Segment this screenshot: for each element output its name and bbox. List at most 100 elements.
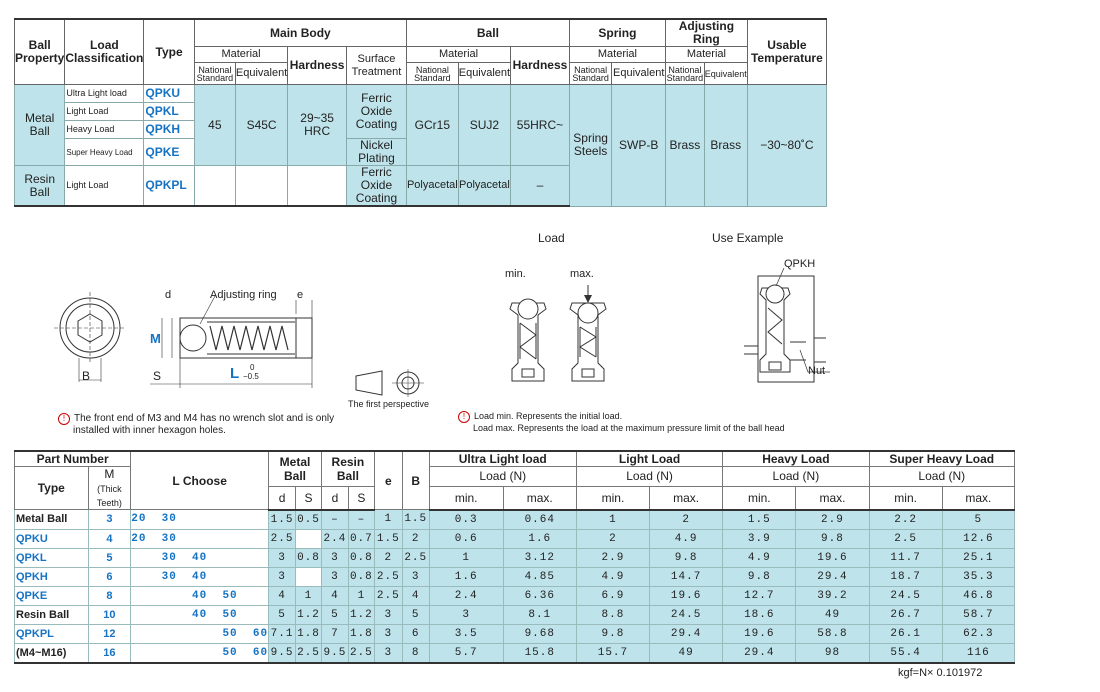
load-note-line1: Load min. Represents the initial load. [474, 411, 623, 421]
l-max-cell: 24.5 [649, 604, 724, 625]
resin-d-cell: 4 [320, 585, 349, 606]
type-cell: Resin Ball [14, 604, 89, 625]
sh-max-cell: 12.6 [941, 528, 1016, 549]
ul-max-cell: 0.64 [502, 509, 577, 530]
metal-d-cell: 3 [268, 566, 296, 587]
h-max-cell: 29.4 [795, 566, 870, 587]
ring-equivalent-cell: Brass [703, 84, 748, 207]
h-min-cell: 19.6 [722, 623, 797, 644]
h-min-cell: 4.9 [722, 547, 797, 568]
b-cell: 6 [401, 623, 430, 644]
first-perspective-icon [355, 369, 424, 397]
type-cell: QPKE [143, 138, 195, 166]
metal-s-cell [295, 566, 322, 587]
load-note-line2: Load max. Represents the load at the max… [473, 423, 785, 433]
l-min-cell: 9.8 [575, 623, 651, 644]
drawing-note-line1: The front end of M3 and M4 has no wrench… [74, 413, 335, 424]
resin-ball-national-cell: Polyacetal [405, 165, 459, 207]
h-min-cell: 12.7 [722, 585, 797, 606]
ul-max-cell: 3.12 [502, 547, 577, 568]
b-cell: 1.5 [401, 509, 430, 530]
l-min-header: min. [575, 485, 651, 511]
b-cell: 3 [401, 566, 430, 587]
h-min-cell: 29.4 [722, 642, 797, 664]
l-min-cell: 1 [575, 509, 651, 530]
adjusting-ring-header: Adjusting Ring [665, 18, 748, 47]
metal-d-header: d [268, 485, 296, 511]
sh-max-cell: 58.7 [941, 604, 1016, 625]
type-cell: QPKPL [143, 165, 195, 207]
spring-national-cell: Spring Steels [568, 84, 613, 207]
use-example-diagram [744, 268, 830, 383]
h-max-cell: 19.6 [795, 547, 870, 568]
ring-national-cell: Brass [665, 84, 705, 207]
type-header: Type [14, 466, 89, 510]
metal-d-cell: 5 [268, 604, 296, 625]
sh-min-cell: 24.5 [868, 585, 943, 606]
m-cell: 6 [87, 566, 132, 587]
type-cell: QPKU [143, 84, 195, 103]
usable-temperature-header: Usable Temperature [746, 18, 828, 85]
metal-s-cell: 0.8 [295, 547, 322, 568]
metal-d-cell: 3 [268, 547, 296, 568]
l-choose-cell: 50 60 [130, 642, 270, 664]
resin-s-cell: 1 [347, 585, 375, 606]
ball-property-header: Ball Property [13, 18, 66, 85]
sh-max-cell: 62.3 [941, 623, 1016, 644]
use-example-title: Use Example [712, 231, 784, 245]
warning-icon: ! [58, 413, 70, 425]
sh-max-header: max. [941, 485, 1016, 511]
e-cell: 2.5 [373, 566, 403, 587]
ball-hardness-cell: 55HRC~ [510, 84, 570, 166]
l-max-cell: 49 [649, 642, 724, 664]
drawing-note: ! The front end of M3 and M4 has no wrenc… [58, 413, 334, 437]
load-class-cell: Super Heavy Load [64, 138, 145, 166]
h-max-cell: 9.8 [795, 528, 870, 549]
m-cell: 10 [87, 604, 132, 625]
metal-ball-header: Metal Ball [268, 449, 322, 487]
type-cell: QPKL [143, 102, 195, 121]
h-min-cell: 1.5 [722, 509, 797, 530]
e-cell: 2 [373, 547, 403, 568]
h-max-cell: 49 [795, 604, 870, 625]
e-label: e [297, 289, 304, 301]
l-choose-cell: 20 30 [130, 509, 270, 530]
resin-d-cell: 2.4 [320, 528, 349, 549]
resin-d-cell: 3 [320, 547, 349, 568]
surface-treatment-header: Surface Treatment [345, 46, 407, 85]
type-cell: QPKH [143, 120, 195, 139]
body-national-cell: 45 [193, 84, 236, 166]
metal-s-cell: 1.2 [295, 604, 322, 625]
ring-material-header: Material [665, 46, 748, 63]
resin-d-cell: 3 [320, 566, 349, 587]
ultra-light-header: Ultra Light load [428, 450, 577, 467]
side-view [150, 295, 313, 388]
type-header: Type [143, 18, 195, 85]
ball-material-header: Material [405, 46, 512, 63]
e-cell: 3 [373, 642, 403, 664]
sh-min-cell: 26.1 [868, 623, 943, 644]
type-cell: QPKE [14, 585, 89, 606]
ball-equivalent-header: Equivalent [457, 62, 512, 85]
type-cell: Metal Ball [14, 509, 89, 530]
l-max-header: max. [649, 485, 724, 511]
metal-s-cell: 2.5 [295, 642, 322, 664]
m-cell: 3 [87, 509, 132, 530]
ul-min-cell: 0.3 [428, 509, 504, 530]
metal-s-header: S [295, 485, 322, 511]
sh-min-cell: 11.7 [868, 547, 943, 568]
ul-max-cell: 15.8 [502, 642, 577, 664]
l-min-cell: 6.9 [575, 585, 651, 606]
m-cell: 8 [87, 585, 132, 606]
body-equivalent-header: Equivalent [234, 62, 289, 85]
resin-d-cell: 7 [320, 623, 349, 644]
l-choose-header: L Choose [130, 450, 270, 510]
ul-max-cell: 1.6 [502, 528, 577, 549]
thick-teeth-label: (Thick Teeth) [96, 484, 122, 508]
body-national-header: National Standard [193, 62, 236, 85]
l-choose-cell: 50 60 [130, 623, 270, 644]
